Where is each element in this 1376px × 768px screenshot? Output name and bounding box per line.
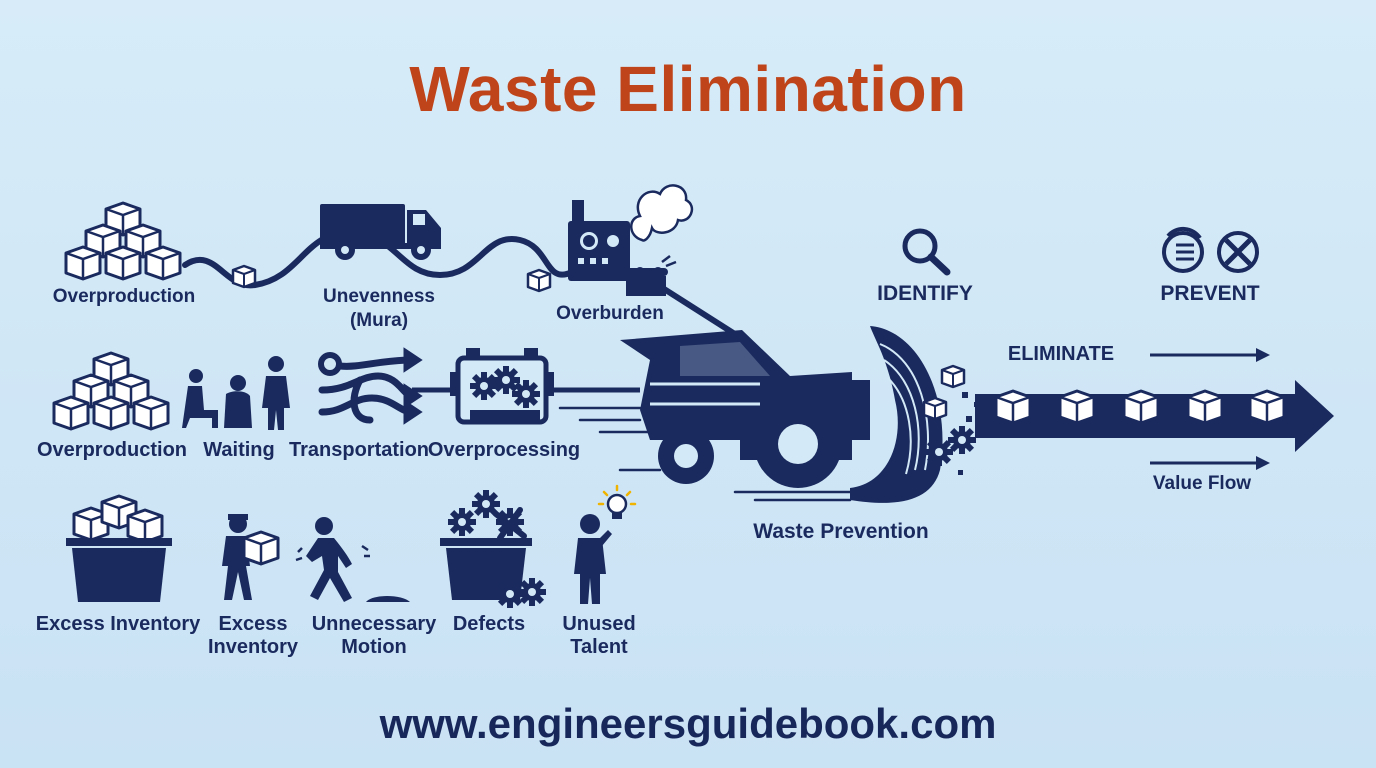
label-unnecessary: Unnecessary xyxy=(311,613,437,635)
label-overprocessing: Overprocessing xyxy=(427,439,581,461)
label-transportation: Transportation xyxy=(288,439,430,461)
value-arrow-icon xyxy=(975,380,1334,452)
label-talent: Talent xyxy=(570,636,628,658)
label-waiting: Waiting xyxy=(203,439,275,461)
lightbulb-icon xyxy=(597,484,637,519)
truck-icon xyxy=(320,204,441,260)
label-overproduction-top: Overproduction xyxy=(52,286,196,307)
label-defects: Defects xyxy=(452,613,526,635)
label-excess: Excess xyxy=(218,613,288,635)
gear-machine-icon xyxy=(450,348,554,425)
label-prevent: PREVENT xyxy=(1160,282,1260,305)
box-icon xyxy=(526,268,552,293)
walking-person-icon xyxy=(295,517,410,602)
box-icon xyxy=(940,364,966,389)
inventory-bin-icon xyxy=(66,494,172,602)
carried-box-icon xyxy=(242,530,280,566)
label-overproduction-mid: Overproduction xyxy=(36,439,188,461)
smoke-icon xyxy=(630,184,694,242)
box-icon xyxy=(922,396,948,421)
label-inventory: Inventory xyxy=(207,636,299,658)
label-excess-inventory-a: Excess Inventory xyxy=(35,613,201,635)
label-motion: Motion xyxy=(341,636,407,658)
label-unused: Unused xyxy=(562,613,636,635)
gear-icon xyxy=(948,426,976,454)
box-icon xyxy=(231,264,257,289)
defects-bin-icon xyxy=(440,490,546,608)
motion-lines xyxy=(558,406,852,502)
feed-line xyxy=(647,277,741,339)
eliminate-arrow xyxy=(1150,348,1270,362)
label-waste-prevention: Waste Prevention xyxy=(753,520,929,543)
label-identify: IDENTIFY xyxy=(877,282,973,305)
value-flow-arrow xyxy=(1150,456,1270,470)
label-value-flow: Value Flow xyxy=(1152,473,1252,494)
box-stack-icon xyxy=(52,351,170,431)
prevent-list-icon xyxy=(1162,226,1204,273)
magnifier-icon xyxy=(902,228,951,276)
label-overburden: Overburden xyxy=(556,303,664,324)
bulldozer-icon xyxy=(620,326,943,503)
label-eliminate: ELIMINATE xyxy=(1007,343,1115,365)
transport-arrows-icon xyxy=(318,347,423,425)
talent-person-icon xyxy=(574,514,612,604)
footer-url: www.engineersguidebook.com xyxy=(379,700,997,747)
box-stack-icon xyxy=(64,201,182,281)
label-unevenness: Unevenness xyxy=(323,286,435,307)
label-mura: (Mura) xyxy=(349,310,409,331)
people-waiting-icon xyxy=(182,356,290,430)
page-title: Waste Elimination xyxy=(409,53,967,125)
cancel-icon xyxy=(1217,231,1259,273)
